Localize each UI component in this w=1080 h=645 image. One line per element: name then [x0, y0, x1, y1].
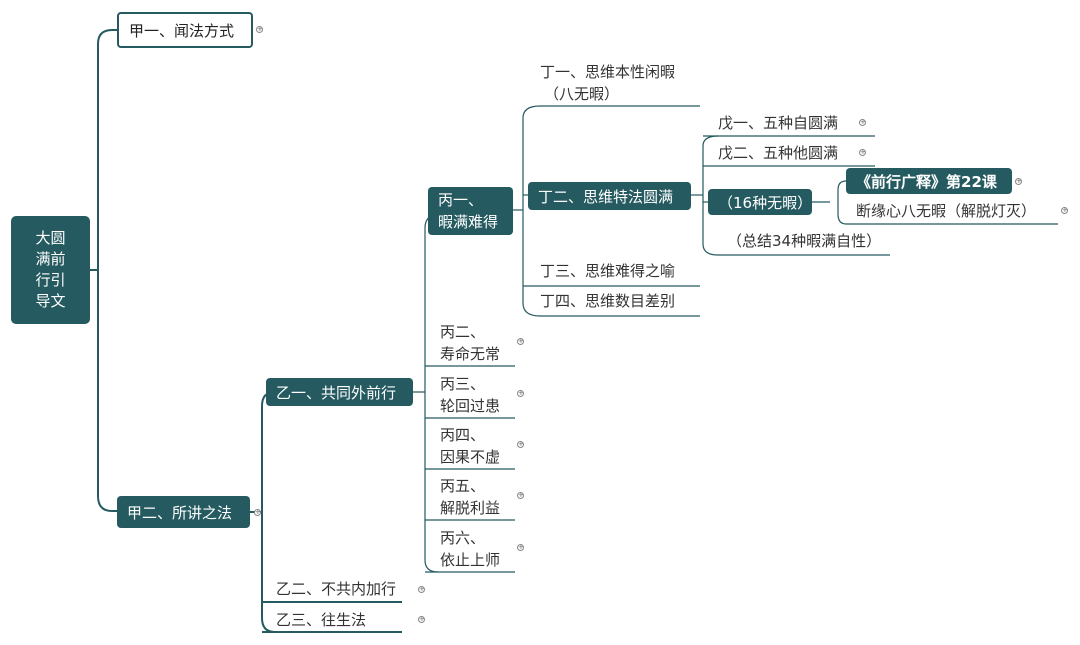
node-yi3-label: 乙三、往生法	[276, 611, 367, 629]
node-yi1-label: 乙一、共同外前行	[276, 383, 397, 402]
node-bing3[interactable]: 丙三、 轮回过患	[440, 375, 501, 415]
expand-icon[interactable]: +	[254, 508, 261, 516]
expand-icon[interactable]: +	[1015, 177, 1022, 185]
node-jia1-label: 甲一、闻法方式	[129, 21, 235, 40]
expand-icon[interactable]: +	[418, 585, 425, 593]
node-bing5[interactable]: 丙五、 解脱利益	[440, 477, 501, 517]
node-bing2[interactable]: 丙二、 寿命无常	[440, 323, 501, 363]
node-summary-34[interactable]: （总结34种暇满自性）	[727, 232, 882, 250]
expand-icon[interactable]: +	[517, 543, 524, 551]
root-node[interactable]: 大圆 满前 行引 导文	[11, 216, 90, 324]
expand-icon[interactable]: +	[418, 615, 425, 623]
expand-icon[interactable]: +	[517, 389, 524, 397]
root-label: 大圆 满前 行引 导文	[35, 229, 66, 310]
node-ding2[interactable]: 丁二、思维特法圆满	[528, 182, 691, 210]
node-ding3[interactable]: 丁三、思维难得之喻	[540, 262, 676, 280]
expand-icon[interactable]: +	[859, 118, 866, 126]
expand-icon[interactable]: +	[517, 491, 524, 499]
node-bing4[interactable]: 丙四、 因果不虚	[440, 426, 501, 466]
node-ding1[interactable]: 丁一、思维本性闲暇 （八无暇）	[540, 63, 676, 103]
node-jia1[interactable]: 甲一、闻法方式	[117, 12, 253, 48]
node-ding4[interactable]: 丁四、思维数目差别	[540, 292, 676, 310]
node-16-wuxia[interactable]: （16种无暇）	[708, 189, 812, 215]
node-yi2-label: 乙二、不共内加行	[276, 580, 397, 598]
node-yi3[interactable]: 乙三、往生法	[276, 609, 366, 631]
expand-icon[interactable]: +	[517, 440, 524, 448]
expand-icon[interactable]: +	[517, 337, 524, 345]
node-bing1[interactable]: 丙一、 暇满难得	[428, 187, 513, 235]
node-bing6[interactable]: 丙六、 依止上师	[440, 529, 501, 569]
expand-icon[interactable]: +	[859, 148, 866, 156]
node-course[interactable]: 《前行广释》第22课	[846, 168, 1012, 194]
node-yi2[interactable]: 乙二、不共内加行	[276, 578, 396, 600]
node-jia2-label: 甲二、所讲之法	[127, 503, 233, 522]
node-wu1[interactable]: 戊一、五种自圆满	[718, 114, 839, 132]
node-jia2[interactable]: 甲二、所讲之法	[117, 496, 250, 528]
node-ding2-label: 丁二、思维特法圆满	[538, 187, 674, 206]
expand-icon[interactable]: +	[1061, 206, 1068, 214]
expand-icon[interactable]: +	[256, 25, 263, 33]
node-duanyuan[interactable]: 断缘心八无暇（解脱灯灭）	[856, 202, 1037, 220]
node-wu2[interactable]: 戊二、五种他圆满	[718, 144, 839, 162]
node-yi1[interactable]: 乙一、共同外前行	[266, 378, 413, 406]
